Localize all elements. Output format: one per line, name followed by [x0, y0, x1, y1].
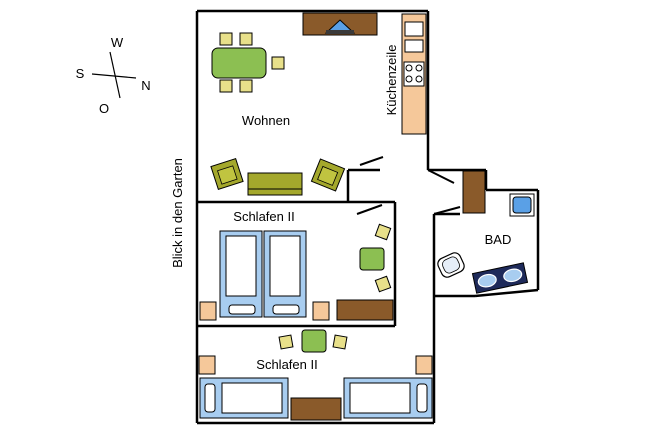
bed-linen	[349, 382, 411, 414]
burner	[415, 64, 423, 72]
side-table	[359, 247, 385, 271]
chair	[374, 223, 392, 241]
washbasin	[503, 268, 523, 283]
compass-ew-line	[91, 73, 137, 79]
bathroom: BAD	[437, 193, 535, 294]
room-label-schlafen-upper: Schlafen II	[233, 209, 294, 224]
sink	[404, 21, 424, 37]
door-bedroom-upper	[356, 204, 383, 215]
side-table	[301, 329, 327, 353]
stove	[403, 61, 425, 87]
chair	[239, 79, 253, 93]
dresser	[290, 397, 342, 421]
bedroom-lower: Schlafen II	[198, 329, 433, 421]
shower-tray	[512, 196, 532, 214]
wardrobe	[462, 170, 486, 214]
chair	[332, 334, 348, 350]
nightstand	[312, 301, 330, 321]
compass-ns-line	[109, 51, 121, 99]
walls	[195, 9, 540, 425]
chair	[271, 56, 285, 70]
tv-base	[326, 30, 354, 34]
sink-basin	[404, 39, 424, 53]
chair	[278, 334, 294, 350]
door-bath	[433, 206, 461, 215]
compass-north-label: N	[141, 78, 150, 93]
burner	[405, 64, 413, 72]
bedroom-upper: Schlafen II	[199, 209, 394, 321]
garden-view-label: Blick in den Garten	[170, 158, 185, 268]
nightstand	[198, 355, 216, 375]
wardrobe	[336, 299, 394, 321]
bed-linen	[225, 235, 257, 297]
nightstand	[199, 301, 217, 321]
compass-south-label: S	[76, 66, 85, 81]
compass-west-label: W	[111, 35, 124, 50]
washbasin	[477, 273, 497, 288]
room-label-schlafen-lower: Schlafen II	[256, 357, 317, 372]
chair	[219, 79, 233, 93]
compass-east-label: O	[99, 101, 109, 116]
pillow	[272, 304, 300, 315]
compass: W S N O	[76, 35, 151, 116]
pillow	[204, 383, 216, 413]
kitchenette: Küchenzeile	[384, 13, 427, 135]
sofa	[247, 172, 303, 196]
door-living	[359, 156, 384, 166]
door-swings	[356, 156, 461, 215]
chair	[239, 32, 253, 46]
chair	[374, 275, 392, 293]
door-corridor	[427, 169, 455, 184]
chair	[219, 32, 233, 46]
room-label-wohnen: Wohnen	[242, 113, 290, 128]
bed-linen	[221, 382, 283, 414]
burner	[415, 75, 423, 83]
dining-table	[211, 47, 267, 79]
room-label-bad: BAD	[485, 232, 512, 247]
living-room: Wohnen	[210, 12, 378, 196]
room-label-kuechenzeile: Küchenzeile	[384, 45, 399, 116]
burner	[405, 75, 413, 83]
bed-linen	[269, 235, 301, 297]
pillow	[228, 304, 256, 315]
nightstand	[415, 355, 433, 375]
pillow	[416, 383, 428, 413]
